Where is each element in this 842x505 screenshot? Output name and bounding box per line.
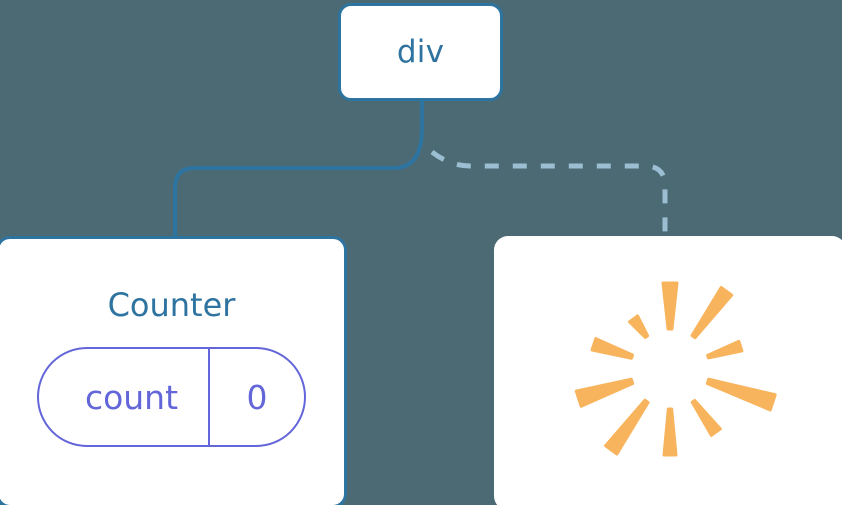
- burst-ray-0: [661, 281, 679, 331]
- node-div[interactable]: div: [338, 3, 503, 101]
- burst-ray-5: [662, 407, 678, 457]
- node-counter-label: Counter: [107, 286, 236, 324]
- burst-ray-8: [590, 337, 634, 360]
- node-render-burst[interactable]: [494, 236, 842, 505]
- burst-ray-7: [574, 377, 635, 408]
- burst-ray-9: [628, 314, 650, 339]
- burst-ray-1: [690, 286, 734, 340]
- sparkle-burst-icon: [574, 281, 777, 457]
- edge-root-to-counter: [173, 99, 424, 238]
- burst-ray-3: [705, 377, 777, 412]
- burst-ray-6: [604, 398, 650, 456]
- burst-ray-4: [690, 398, 722, 437]
- node-counter[interactable]: Counter count 0: [0, 236, 347, 505]
- state-key-label: count: [84, 377, 179, 417]
- state-pill-count[interactable]: count 0: [36, 347, 307, 447]
- edge-root-to-effect: [430, 150, 668, 236]
- state-value-label: 0: [208, 349, 304, 445]
- burst-ray-2: [706, 339, 744, 360]
- node-div-label: div: [396, 33, 445, 70]
